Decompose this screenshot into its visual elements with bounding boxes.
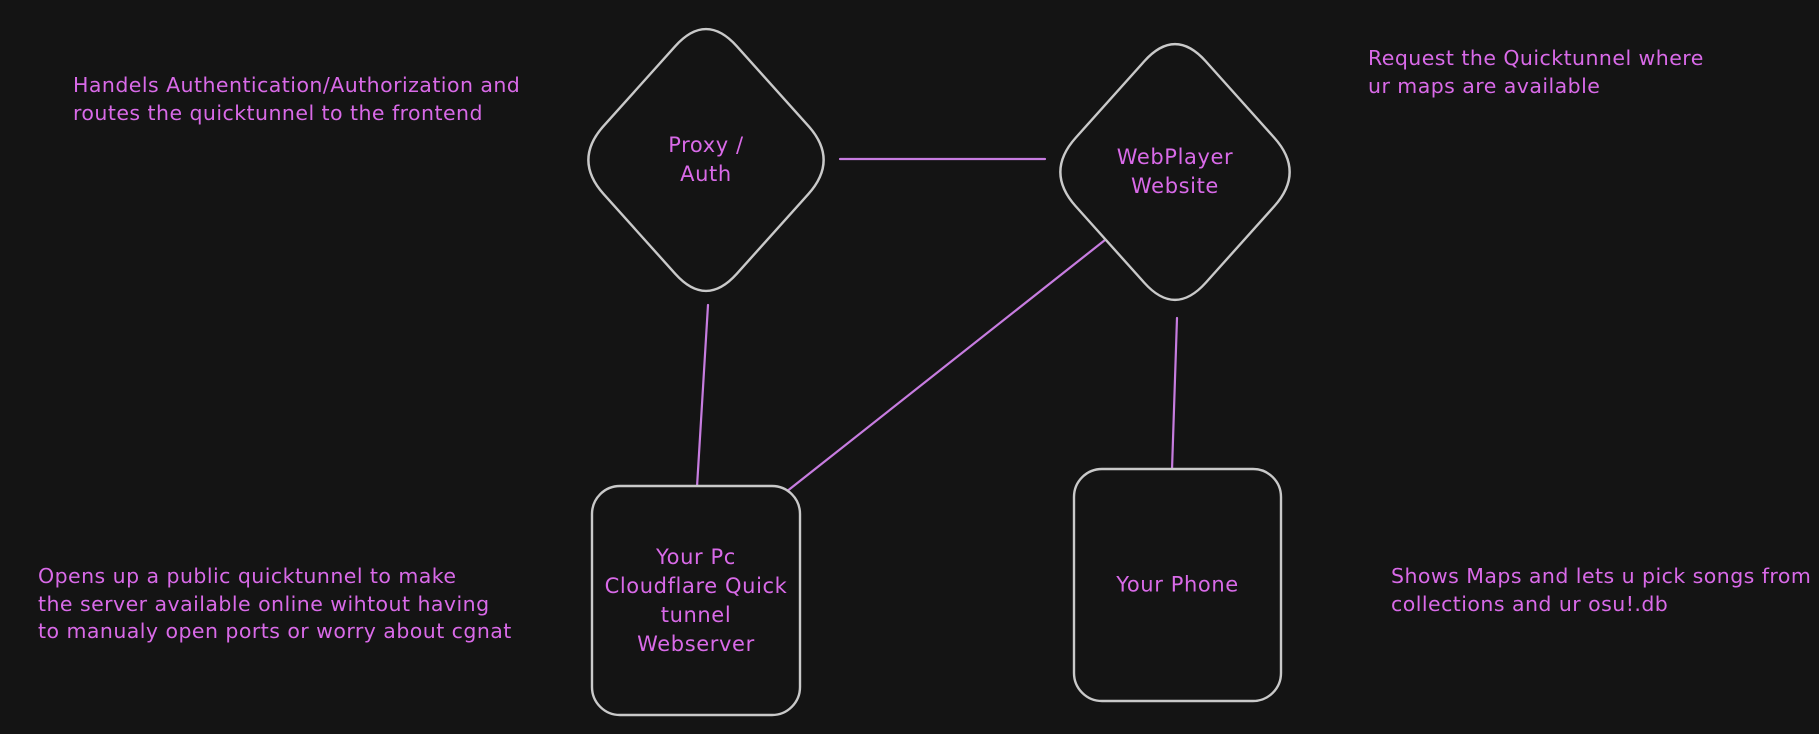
annotation-your-phone: Shows Maps and lets u pick songs from co… [1391, 564, 1812, 616]
annotation-proxy-auth: Handels Authentication/Authorization and… [73, 73, 521, 125]
edge-webplayer-to-your-phone [1170, 316, 1179, 472]
node-shape-proxy-auth[interactable] [587, 27, 825, 293]
node-shape-your-phone[interactable] [1072, 467, 1283, 703]
edge-webplayer-to-your-pc [784, 238, 1107, 494]
node-shape-layer [587, 27, 1291, 717]
annotation-webplayer-website: Request the Quicktunnel where ur maps ar… [1368, 46, 1704, 98]
edge-layer [695, 157, 1179, 494]
node-shape-webplayer-website[interactable] [1059, 42, 1291, 302]
node-shape-your-pc[interactable] [590, 484, 802, 717]
annotation-your-pc: Opens up a public quicktunnel to make th… [38, 564, 512, 643]
edge-proxy-to-your-pc [695, 303, 710, 489]
